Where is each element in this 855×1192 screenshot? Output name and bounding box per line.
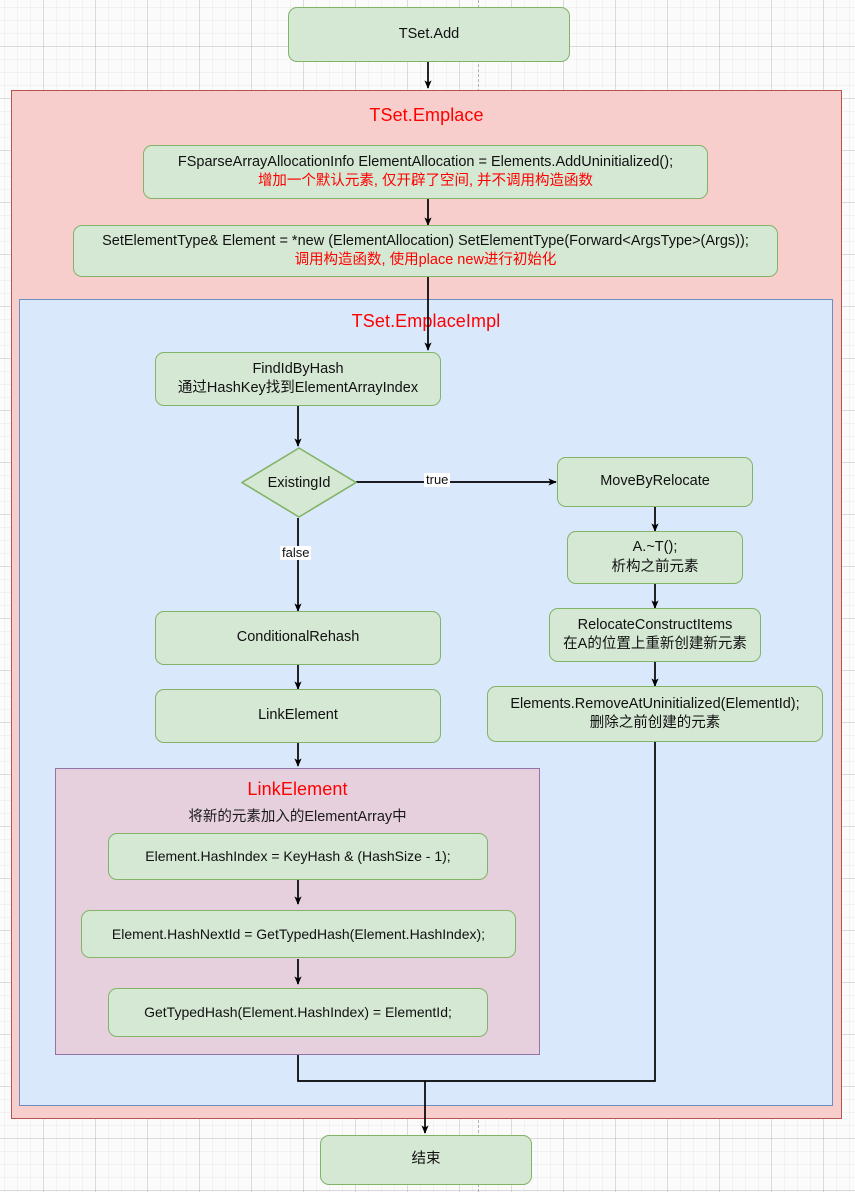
node-link-element-call-label: LinkElement: [258, 707, 338, 724]
node-hash-index-assign[interactable]: Element.HashIndex = KeyHash & (HashSize …: [108, 833, 488, 880]
node-move-by-relocate[interactable]: MoveByRelocate: [557, 457, 753, 507]
node-remove-at-uninitialized-code: Elements.RemoveAtUninitialized(ElementId…: [510, 695, 800, 712]
node-relocate-construct-items-title: RelocateConstructItems: [577, 616, 733, 633]
node-placement-new[interactable]: SetElementType& Element = *new (ElementA…: [73, 225, 778, 277]
edge-label-true: true: [424, 472, 451, 488]
node-end-label: 结束: [411, 1151, 441, 1168]
node-conditional-rehash-label: ConditionalRehash: [236, 629, 360, 646]
node-destruct-previous[interactable]: A.~T(); 析构之前元素: [567, 531, 743, 584]
node-add-uninitialized[interactable]: FSparseArrayAllocationInfo ElementAlloca…: [143, 145, 708, 199]
node-add-uninitialized-note: 增加一个默认元素, 仅开辟了空间, 并不调用构造函数: [257, 173, 594, 189]
node-move-by-relocate-label: MoveByRelocate: [600, 473, 710, 490]
node-set-typed-hash[interactable]: GetTypedHash(Element.HashIndex) = Elemen…: [108, 988, 488, 1037]
node-conditional-rehash[interactable]: ConditionalRehash: [155, 611, 441, 665]
node-hash-next-id-assign-code: Element.HashNextId = GetTypedHash(Elemen…: [111, 925, 486, 942]
node-link-element-call[interactable]: LinkElement: [155, 689, 441, 743]
node-add-uninitialized-code: FSparseArrayAllocationInfo ElementAlloca…: [177, 153, 674, 170]
node-remove-at-uninitialized[interactable]: Elements.RemoveAtUninitialized(ElementId…: [487, 686, 823, 742]
group-link-element-title: LinkElement: [247, 779, 348, 799]
node-existing-id[interactable]: ExistingId: [241, 447, 357, 518]
node-relocate-construct-items-note: 在A的位置上重新创建新元素: [563, 636, 747, 652]
group-tset-emplaceimpl-title: TSet.EmplaceImpl: [351, 311, 501, 331]
node-set-typed-hash-code: GetTypedHash(Element.HashIndex) = Elemen…: [144, 1004, 452, 1021]
node-hash-next-id-assign[interactable]: Element.HashNextId = GetTypedHash(Elemen…: [81, 910, 516, 958]
node-tset-add-label: TSet.Add: [398, 25, 460, 42]
node-destruct-previous-note: 析构之前元素: [611, 558, 699, 575]
node-remove-at-uninitialized-note: 删除之前创建的元素: [589, 715, 721, 731]
edge-label-false: false: [280, 545, 312, 561]
node-hash-index-assign-code: Element.HashIndex = KeyHash & (HashSize …: [145, 848, 451, 865]
node-find-id-by-hash-title: FindIdByHash: [252, 360, 344, 377]
node-placement-new-code: SetElementType& Element = *new (ElementA…: [102, 232, 749, 249]
group-tset-emplace-title: TSet.Emplace: [369, 105, 484, 125]
group-link-element-subtitle: 将新的元素加入的ElementArray中: [188, 809, 407, 825]
node-find-id-by-hash[interactable]: FindIdByHash 通过HashKey找到ElementArrayInde…: [155, 352, 441, 406]
node-end[interactable]: 结束: [320, 1135, 532, 1185]
node-destruct-previous-code: A.~T();: [632, 539, 678, 556]
node-find-id-by-hash-note: 通过HashKey找到ElementArrayIndex: [177, 380, 419, 396]
node-relocate-construct-items[interactable]: RelocateConstructItems 在A的位置上重新创建新元素: [549, 608, 761, 662]
node-placement-new-note: 调用构造函数, 使用place new进行初始化: [294, 252, 557, 268]
node-existing-id-label: ExistingId: [267, 474, 331, 491]
node-tset-add[interactable]: TSet.Add: [288, 7, 570, 62]
